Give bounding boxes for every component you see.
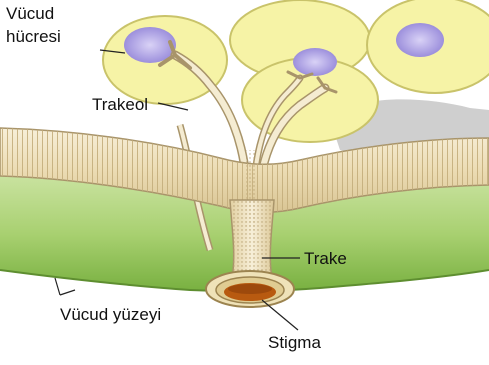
cell-nucleus — [293, 48, 337, 76]
cell-nucleus — [396, 23, 444, 57]
label-body-cell-line2: hücresi — [6, 28, 61, 45]
label-body-cell-line1: Vücud — [6, 5, 54, 22]
label-spiracle: Stigma — [268, 334, 321, 351]
label-body-surface: Vücud yüzeyi — [60, 306, 161, 323]
spiracle — [206, 271, 294, 307]
label-trachea: Trake — [304, 250, 347, 267]
label-tracheole: Trakeol — [92, 96, 148, 113]
